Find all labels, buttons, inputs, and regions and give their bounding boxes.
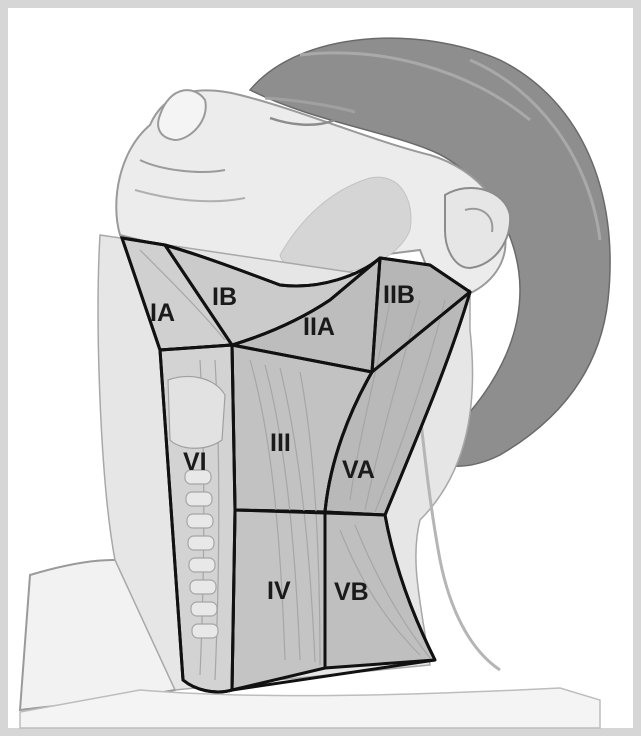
label-level-va: VA xyxy=(342,456,375,484)
label-level-ia: IA xyxy=(150,299,175,327)
label-level-iii: III xyxy=(270,429,291,457)
label-level-iia: IIA xyxy=(303,313,335,341)
label-level-ib: IB xyxy=(212,283,237,311)
thyroid-cartilage xyxy=(168,376,225,448)
label-level-vb: VB xyxy=(334,578,369,606)
label-level-vi: VI xyxy=(183,448,207,476)
label-level-iib: IIB xyxy=(383,281,415,309)
label-level-iv: IV xyxy=(267,577,291,605)
